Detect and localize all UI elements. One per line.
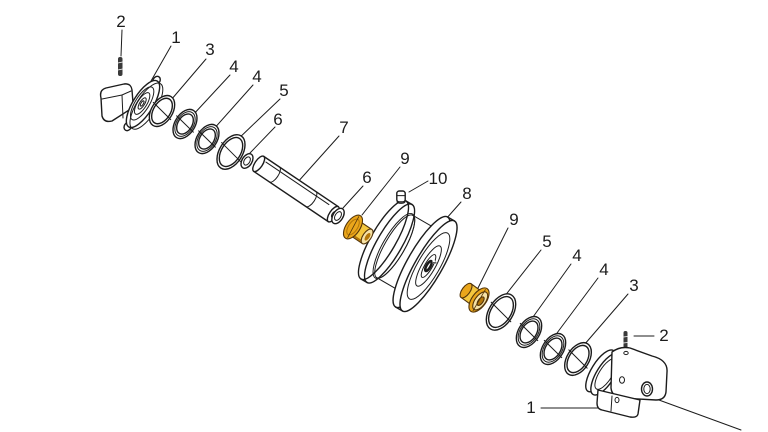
leader-4-left-2: [211, 84, 254, 132]
callout-label-10: 10: [429, 169, 448, 188]
part-ring-4-left-2: [194, 123, 220, 155]
part-pin-left: [117, 57, 123, 76]
part-bracket-left: [99, 75, 164, 132]
leader-3-right: [583, 293, 629, 346]
callout-label-2-left: 2: [116, 12, 125, 31]
callout-label-3-left: 3: [205, 40, 214, 59]
callout-label-5-left: 5: [279, 81, 288, 100]
leader-4-left-1: [191, 74, 231, 117]
callout-label-4-right-2: 4: [599, 260, 608, 279]
part-washer-6-mid: [331, 207, 345, 225]
leader-9-right: [477, 227, 509, 289]
callout-label-4-right-1: 4: [572, 246, 581, 265]
part-ring-4-right-2: [539, 332, 567, 366]
leader-9-left: [361, 166, 401, 216]
callout-label-8: 8: [462, 184, 471, 203]
leader-5-left: [235, 98, 281, 142]
leader-10: [408, 180, 429, 193]
callout-label-9-left: 9: [400, 149, 409, 168]
part-bushing-9-left: [342, 214, 374, 245]
callout-label-7: 7: [339, 118, 348, 137]
leader-5-right: [503, 249, 542, 298]
callout-label-6-mid: 6: [362, 168, 371, 187]
callout-label-5-right: 5: [542, 232, 551, 251]
leader-3-left: [170, 58, 207, 101]
leader-lines: [120, 29, 742, 431]
part-ring-5-right: [485, 293, 517, 331]
leader-7: [295, 135, 340, 185]
callout-label-4-left-2: 4: [252, 67, 261, 86]
part-bracket-right: [585, 346, 668, 418]
leader-4-right-2: [556, 277, 599, 334]
part-plug: [396, 190, 406, 204]
part-ring-3-right: [563, 341, 593, 377]
callout-label-2-right: 2: [659, 326, 668, 345]
part-bushing-9-right: [459, 282, 490, 313]
leader-4-right-1: [532, 263, 572, 318]
part-ring-4-left-1: [172, 108, 198, 140]
leader-6-mid: [342, 185, 364, 209]
callout-label-9-right: 9: [509, 210, 518, 229]
leader-2-left: [120, 29, 123, 57]
callout-labels: 2 1 3 4 4 5 6 7 9 6 10 8 9 5 4 4 3 2 1: [116, 12, 668, 417]
part-shaft: [252, 155, 340, 223]
callout-label-1-bottom: 1: [526, 398, 535, 417]
callout-label-1-left: 1: [171, 28, 180, 47]
callout-label-4-left-1: 4: [229, 57, 238, 76]
leader-bracket-corner: [647, 395, 742, 431]
leader-6-left: [249, 126, 276, 154]
part-ring-4-right-1: [515, 315, 543, 349]
part-washer-6-left: [240, 153, 254, 169]
part-pin-right: [623, 331, 628, 348]
callout-label-6-left: 6: [273, 110, 282, 129]
part-roller: [357, 199, 458, 313]
callout-label-3-right: 3: [629, 276, 638, 295]
part-ring-5-left: [216, 134, 246, 170]
